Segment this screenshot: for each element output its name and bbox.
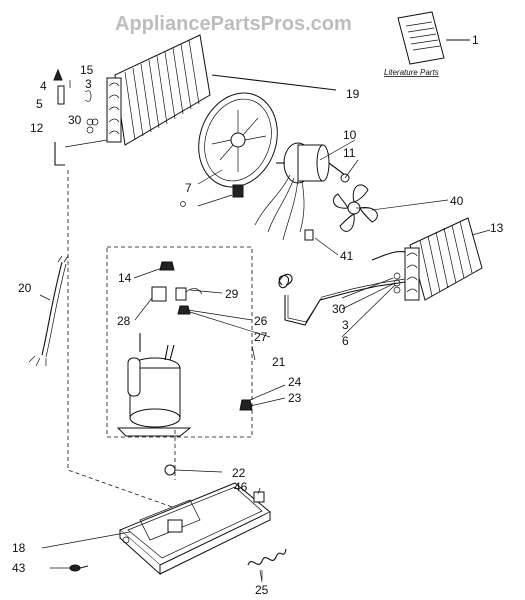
blower-wheel [180,92,278,207]
screw-43 [69,564,89,572]
evaporator-coil [371,217,483,301]
clip-41 [304,229,314,241]
literature-parts-label: Literature Parts [384,68,439,77]
wire-clip-25 [247,548,287,583]
callout-10: 10 [343,128,357,142]
callout-15: 15 [80,63,94,77]
callout-41: 41 [340,249,354,263]
callout-3b: 3 [342,318,349,332]
compressor-small-parts [151,261,203,315]
callout-24: 24 [288,375,302,389]
wire-harness [28,255,69,367]
callout-40: 40 [450,194,464,208]
callout-43: 43 [12,561,26,575]
callout-46: 46 [234,480,248,494]
callout-30b: 30 [332,302,346,316]
literature-booklet [397,11,445,65]
callout-14: 14 [118,271,132,285]
grommet-30-a [91,118,99,126]
callout-18: 18 [12,541,26,555]
compressor [116,333,192,437]
callout-29: 29 [225,287,239,301]
leader-19 [211,74,337,91]
callout-7: 7 [185,181,192,195]
callout-25: 25 [255,583,269,597]
small-parts-left [53,68,94,166]
leader-lines [39,139,491,580]
callout-12: 12 [30,121,44,135]
callout-23: 23 [288,391,302,405]
callout-13: 13 [490,221,504,235]
fan-motor [276,142,350,184]
callout-6: 6 [342,334,349,348]
assembly-link-line [67,170,176,509]
callout-19: 19 [346,87,360,101]
watermark: AppliancePartsPros.com [115,13,352,35]
callout-21: 21 [272,355,286,369]
base-pan [119,464,271,576]
callout-5: 5 [36,97,43,111]
fan-blade [332,184,378,232]
callout-3a: 3 [85,77,92,91]
callout-20: 20 [18,281,32,295]
callout-30a: 30 [68,113,82,127]
callout-11: 11 [343,146,356,160]
callout-27: 27 [254,330,268,344]
condenser-coil [106,34,211,146]
callout-1: 1 [472,33,479,47]
compressor-group-box [106,246,253,438]
callout-4: 4 [40,79,47,93]
motor-wires [254,174,305,241]
callout-22: 22 [232,466,246,480]
callout-26: 26 [254,314,268,328]
grommets-30-b [393,272,401,294]
callout-28: 28 [117,314,131,328]
grommet-24 [239,399,253,411]
